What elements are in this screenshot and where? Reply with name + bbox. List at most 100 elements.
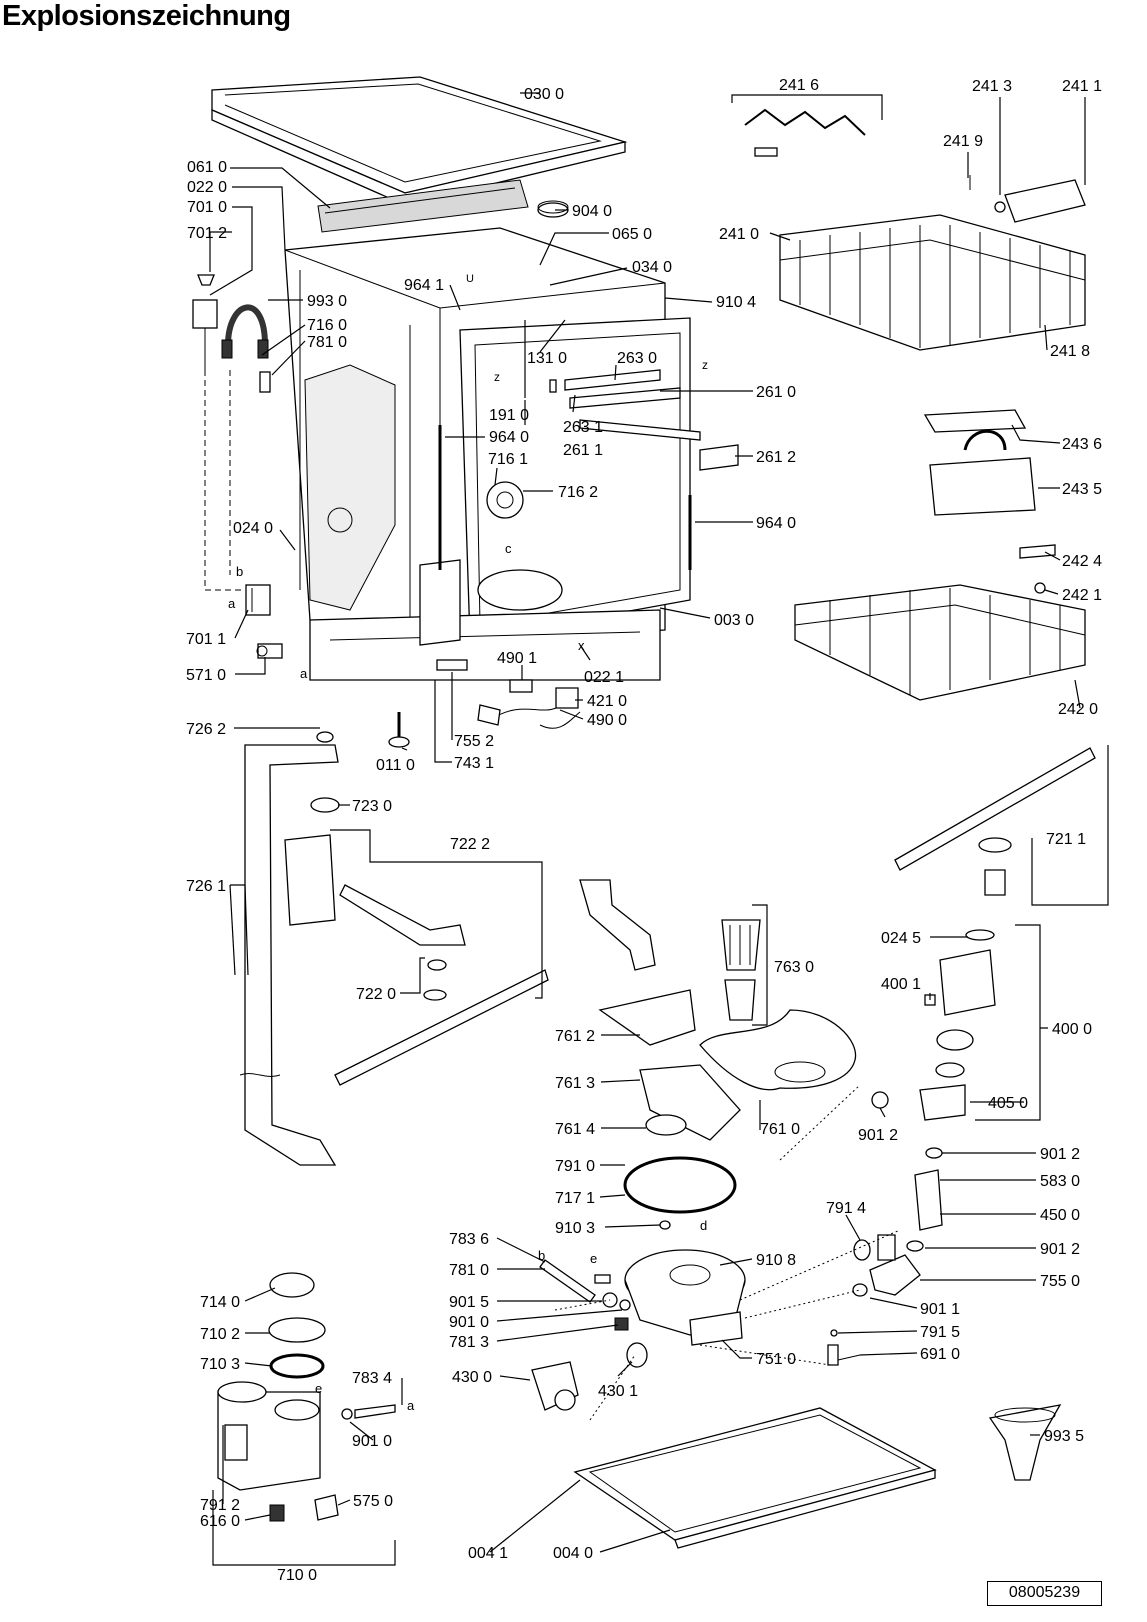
part-label: 575 0 [353,1493,393,1510]
part-label: 421 0 [587,693,627,710]
part-label: 717 1 [555,1190,595,1207]
part-label: 261 2 [756,449,796,466]
part-label: 030 0 [524,86,564,103]
part-label: 993 5 [1044,1428,1084,1445]
part-label: 761 2 [555,1028,595,1045]
leader-lines [209,92,1109,1566]
sump-plate-part [699,1009,857,1091]
callout-letter: e [590,1251,597,1266]
filter-part [721,919,761,1021]
part-number-labels: 030 0 061 0 022 0 701 0 701 2 904 0 065 … [186,77,1102,1584]
side-insulation-part [304,364,396,611]
part-label: 781 0 [307,334,347,351]
part-label: 450 0 [1040,1207,1080,1224]
callout-letters: b a a c x z z U d e b e a [228,273,708,1413]
lower-basket-part [794,584,1086,701]
insulation-strip-part [317,179,529,233]
circulation-pump-part [871,929,996,1121]
seal-791-4-part [853,1234,896,1261]
part-label: 901 0 [352,1433,392,1450]
part-label: 691 0 [920,1346,960,1363]
bracket-261-part [699,444,739,471]
cutlery-basket-part [923,409,1036,516]
part-label: 242 4 [1062,553,1102,570]
clip-241-6-part [744,108,866,157]
part-label: 131 0 [527,350,567,367]
part-label: 763 0 [774,959,814,976]
callout-letter: z [702,358,708,372]
part-label: 716 2 [558,484,598,501]
part-label: 901 5 [449,1294,489,1311]
part-label: 701 2 [187,225,227,242]
part-label: 400 0 [1052,1021,1092,1038]
part-label: 791 5 [920,1324,960,1341]
document-number: 08005239 [987,1581,1102,1606]
part-label: 004 0 [553,1545,593,1562]
callout-letter: a [300,666,308,681]
float-parts [659,1220,671,1230]
part-label: 011 0 [376,757,415,774]
part-label: 710 3 [200,1356,240,1373]
part-label: 490 0 [587,712,627,729]
part-label: 993 0 [307,293,347,310]
spray-arm-upper-part [894,747,1096,896]
part-label: 241 6 [779,77,819,94]
rail-parts [549,369,701,441]
part-label: 901 2 [1040,1146,1080,1163]
part-label: 761 4 [555,1121,595,1138]
part-label: 901 1 [920,1301,960,1318]
part-label: 241 1 [1062,78,1102,95]
part-label: 710 0 [277,1567,317,1584]
part-label: 243 6 [1062,436,1102,453]
part-label: 723 0 [352,798,392,815]
part-label: 261 1 [563,442,603,459]
seal-strip-parts [438,425,692,570]
spray-arm-lower-part [284,834,549,1086]
part-label: 743 1 [454,755,494,772]
part-label: 910 3 [555,1220,595,1237]
callout-letter: x [578,638,585,653]
part-label: 964 0 [756,515,796,532]
seal-ring-part [623,1156,737,1214]
part-label: 901 2 [1040,1241,1080,1258]
part-label: 241 0 [719,226,759,243]
callout-letter: d [700,1218,707,1233]
part-label: 761 3 [555,1075,595,1092]
part-label: 263 0 [617,350,657,367]
part-label: 726 2 [186,721,226,738]
part-label: 242 1 [1062,587,1102,604]
part-label: 022 0 [187,179,227,196]
nut-723-part [310,797,340,813]
part-label: 901 2 [858,1127,898,1144]
part-label: 701 0 [187,199,227,216]
part-label: 405 0 [988,1095,1028,1112]
bracket-part [245,584,271,616]
electrical-parts [477,679,581,729]
part-label: 791 0 [555,1158,595,1175]
water-softener-part [217,1272,396,1522]
sump-part [624,1249,746,1346]
part-label: 714 0 [200,1294,240,1311]
part-label: 024 5 [881,930,921,947]
part-label: 781 3 [449,1334,489,1351]
part-label: 755 2 [454,733,494,750]
part-label: 910 8 [756,1252,796,1269]
part-label: 910 4 [716,294,756,311]
pump-hose-part [852,1147,943,1297]
basket-accessory-parts [969,175,1086,223]
part-label: 722 2 [450,836,490,853]
part-label: 261 0 [756,384,796,401]
part-label: 243 5 [1062,481,1102,498]
part-label: 490 1 [497,650,537,667]
page-title: Explosionszeichnung [2,0,291,32]
part-label: 761 0 [760,1121,800,1138]
drain-pump-part [531,1342,648,1411]
bracket-755-part [436,659,468,671]
plug-part [537,200,569,218]
callout-letter: b [236,564,243,579]
part-label: 571 0 [186,667,226,684]
part-label: 751 0 [756,1351,796,1368]
worktop-part [211,76,628,206]
sensor-parts [827,1329,861,1366]
